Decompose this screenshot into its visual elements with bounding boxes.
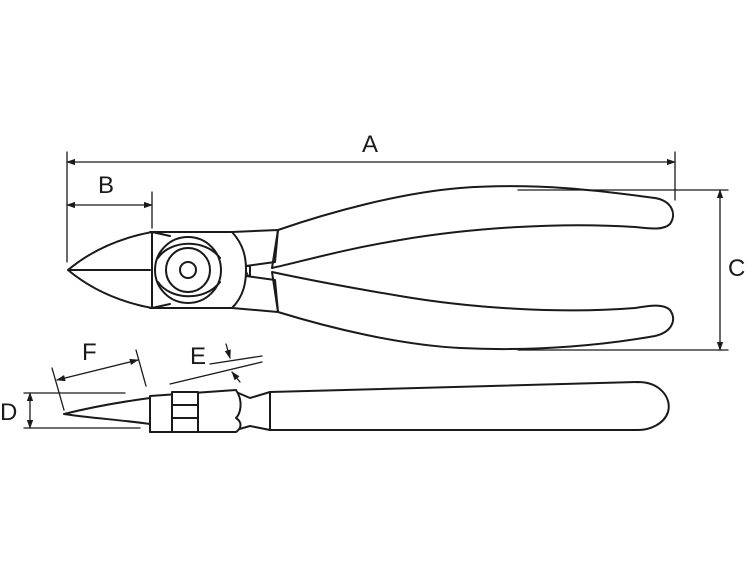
pliers-side-view — [63, 381, 670, 433]
dimension-b: B — [66, 172, 153, 229]
label-e: E — [190, 343, 206, 370]
label-b: B — [98, 172, 114, 199]
jaw-bevel-lower — [151, 303, 171, 309]
dimension-d: D — [0, 392, 141, 429]
pivot-rivet — [179, 261, 197, 279]
upper-collar — [231, 229, 279, 267]
extension-line-f-right — [135, 349, 147, 387]
dimension-line-f — [56, 358, 139, 382]
dimension-f: F — [51, 339, 147, 411]
extension-line-e-bottom — [169, 361, 263, 385]
pliers-top-view — [67, 185, 674, 351]
side-jaw — [63, 397, 151, 425]
jaw-bevel-upper — [151, 231, 171, 237]
label-f: F — [82, 339, 97, 366]
dimension-c: C — [517, 189, 745, 351]
dimension-e: E — [169, 343, 263, 385]
extension-line-e-top — [209, 355, 263, 365]
side-handle — [269, 381, 670, 431]
extension-line-f-left — [51, 367, 65, 411]
arrow-e-bottom — [231, 371, 241, 383]
label-d: D — [0, 399, 17, 426]
pivot-cheek — [157, 242, 221, 298]
side-pivot-block — [171, 391, 199, 433]
arrow-e-top — [224, 343, 231, 359]
upper-handle — [271, 185, 674, 269]
label-a: A — [362, 131, 378, 158]
lower-handle — [271, 271, 674, 351]
label-c: C — [728, 255, 745, 282]
side-pivot-lines — [171, 404, 199, 419]
lower-collar — [231, 275, 279, 313]
